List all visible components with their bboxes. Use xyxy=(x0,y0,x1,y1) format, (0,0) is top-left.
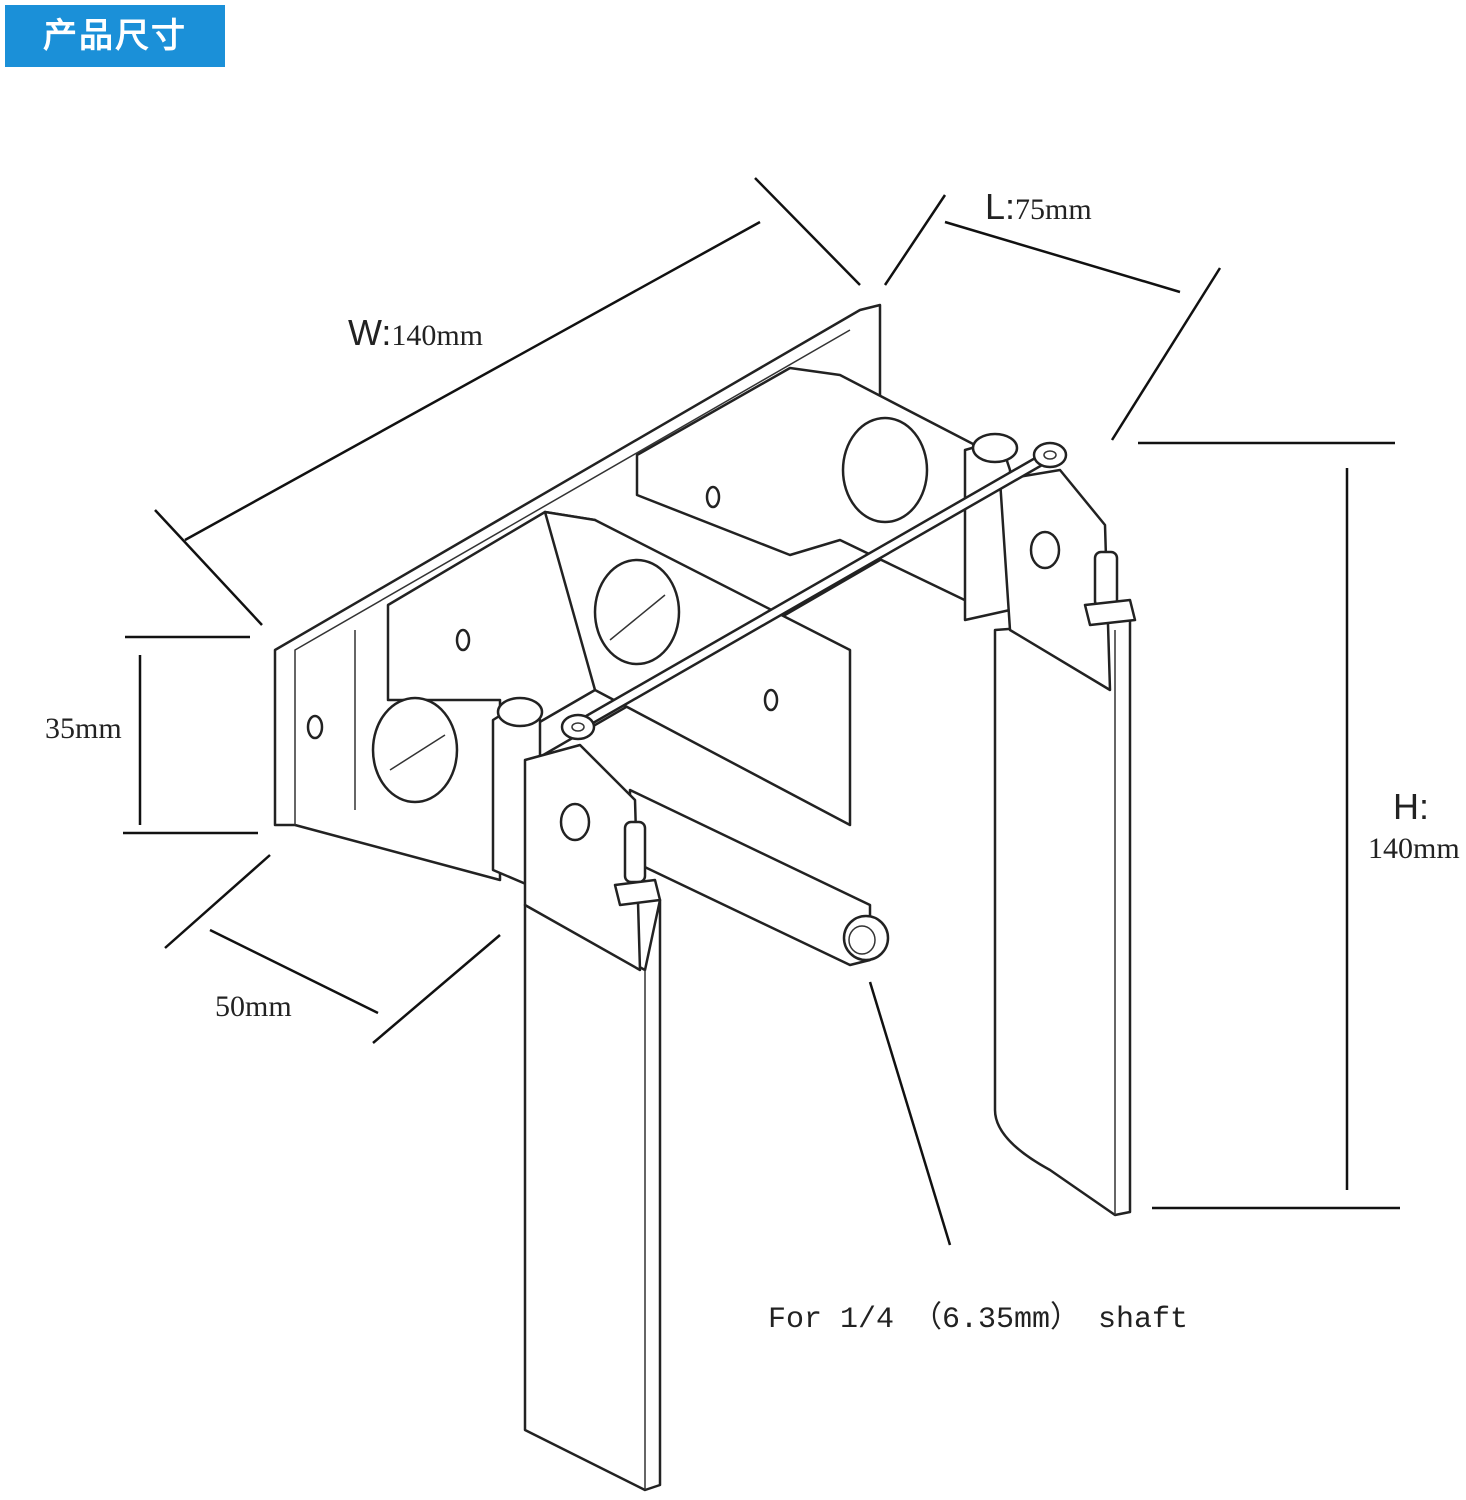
bracket-depth-label: 50mm xyxy=(215,990,292,1023)
right-rudder xyxy=(963,432,1137,1217)
height-value: 140mm xyxy=(1368,832,1460,865)
dimension-lines xyxy=(123,177,1400,1246)
bracket-height-label: 35mm xyxy=(45,712,122,745)
width-label: W:140mm xyxy=(348,312,484,353)
section-title-badge: 产品尺寸 xyxy=(5,5,225,67)
left-rudder xyxy=(491,696,662,1492)
shaft-note: For 1/4 （6.35mm） shaft xyxy=(768,1303,1189,1337)
length-label: L:75mm xyxy=(985,186,1092,227)
tie-rod xyxy=(560,441,1068,741)
height-letter: H: xyxy=(1393,786,1429,827)
rudder-brackets xyxy=(371,366,977,967)
